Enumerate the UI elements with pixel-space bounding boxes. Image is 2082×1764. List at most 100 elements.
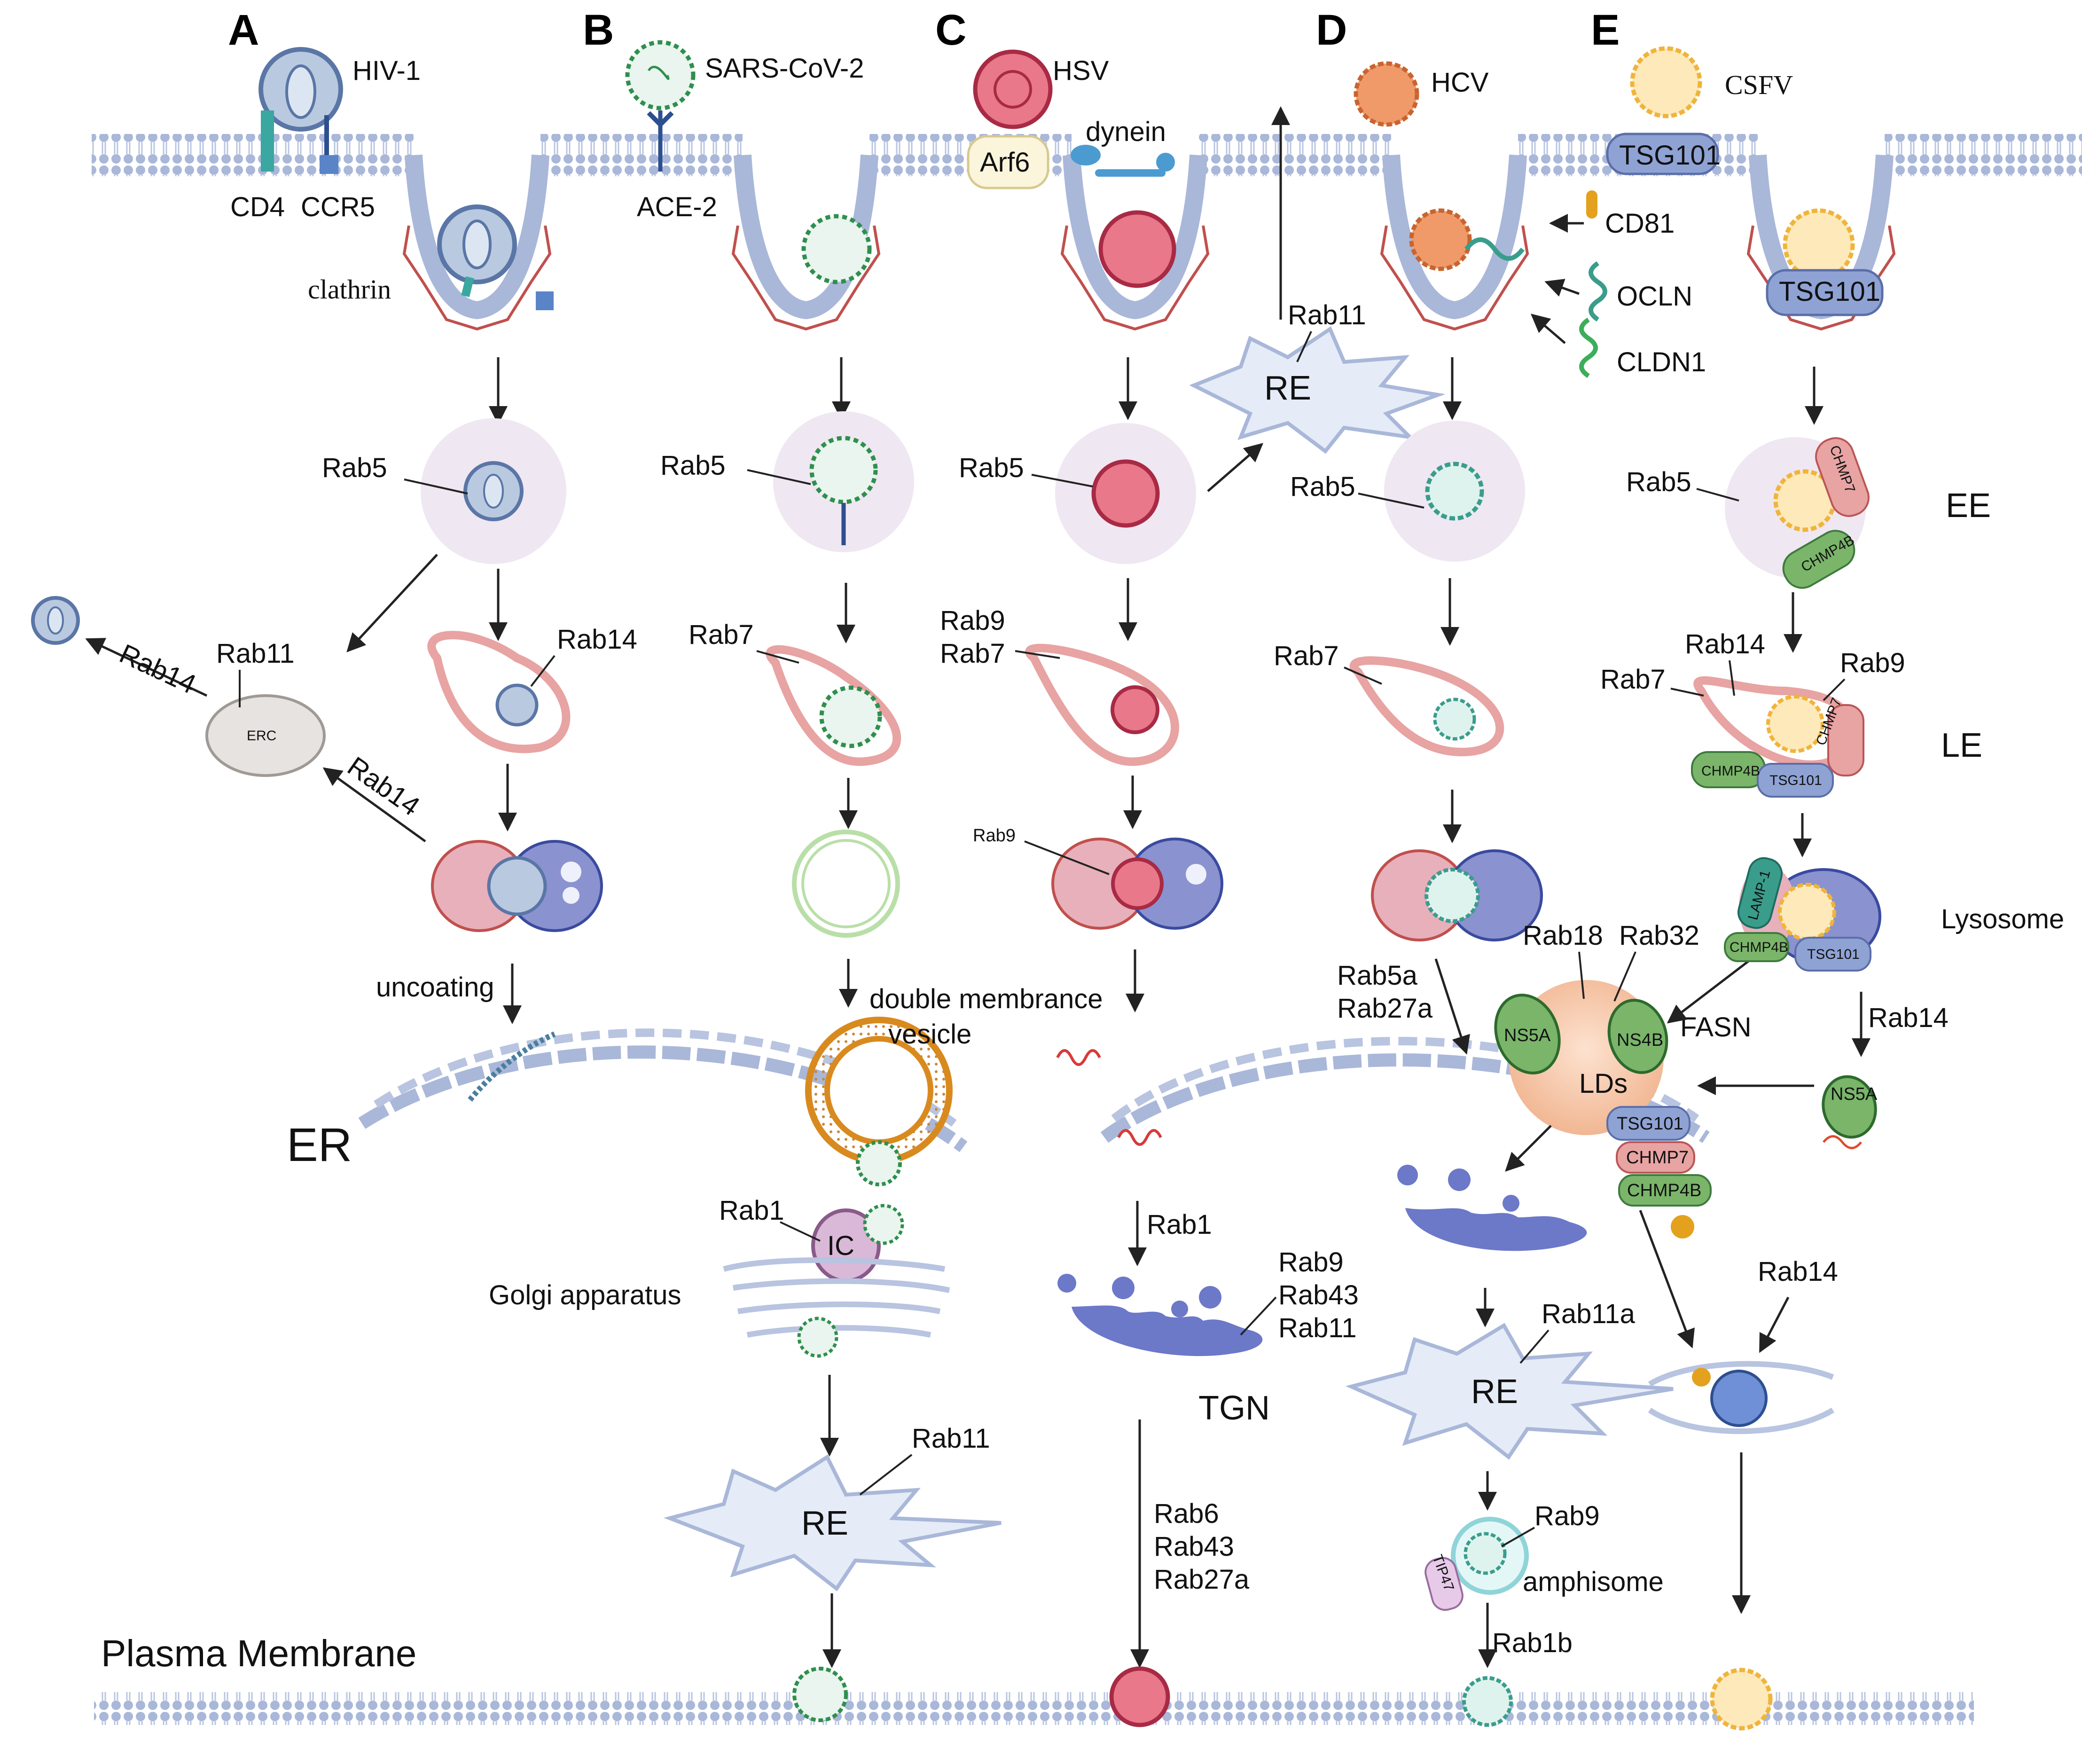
- dynein-label: dynein: [1086, 117, 1166, 147]
- sars-virion-surface: [625, 40, 696, 172]
- plasma-membrane-label: Plasma Membrane: [101, 1632, 416, 1674]
- rab14-label-a: Rab14: [557, 624, 637, 655]
- sars-exit-virion: [792, 1667, 848, 1722]
- tsg101-label-le: TSG101: [1769, 773, 1822, 788]
- virus-label-csfv: CSFV: [1725, 70, 1793, 100]
- rab7-label-d: Rab7: [1274, 641, 1339, 671]
- rab7-label-b: Rab7: [689, 619, 754, 650]
- panel-letter-e: E: [1591, 6, 1620, 54]
- amphisome-label: amphisome: [1523, 1567, 1664, 1597]
- escrt-tsg101: TSG101: [1617, 1114, 1683, 1134]
- hsv-virion-surface: [967, 49, 1053, 189]
- tgn-label: TGN: [1198, 1389, 1270, 1427]
- rab9-label-c: Rab9: [940, 605, 1005, 636]
- early-endosome-e: [1725, 437, 1870, 589]
- late-endosome-b: [766, 645, 901, 766]
- rab11-label-a: Rab11: [216, 638, 295, 669]
- escrt-chmp7: CHMP7: [1626, 1148, 1689, 1168]
- receptor-ccr5: CCR5: [301, 192, 375, 222]
- rab11-label-tgn: Rab11: [1278, 1313, 1357, 1343]
- receptor-ocln: OCLN: [1617, 281, 1692, 312]
- csfv-virion-in-pit: [1783, 208, 1855, 281]
- early-endosome-a: [421, 418, 566, 564]
- early-endosome-b: [773, 411, 914, 552]
- ee-label: EE: [1946, 487, 1991, 525]
- ic-label: IC: [827, 1231, 854, 1261]
- late-endosome-c: [1025, 643, 1179, 766]
- hsv-exit-virion: [1109, 1666, 1170, 1727]
- early-endosome-c: [1055, 423, 1196, 564]
- erc-compartment: [205, 694, 326, 777]
- golgi-label: Golgi apparatus: [489, 1280, 681, 1310]
- virus-label-hiv: HIV-1: [352, 55, 421, 86]
- hcv-virion-in-pit: [1409, 208, 1472, 271]
- recycling-endosome-b: [664, 1454, 1002, 1592]
- rab27a-label-pm: Rab27a: [1154, 1564, 1250, 1595]
- re-label-c: RE: [1264, 369, 1311, 407]
- panel-letter-d: D: [1316, 6, 1347, 54]
- rab9-label-le: Rab9: [1840, 648, 1905, 678]
- lysosome-label: Lysosome: [1941, 904, 2064, 934]
- rab7-label-le: Rab7: [1600, 664, 1666, 695]
- rab9-label-amph: Rab9: [1534, 1501, 1600, 1531]
- receptor-cd81: CD81: [1605, 208, 1675, 239]
- endolysosome-d: [1371, 849, 1543, 941]
- panel-c: HSV Arf6 dynein Rab5 Rab9 Rab7: [940, 49, 1446, 1668]
- dmv-label: double membrance vesicle: [869, 984, 1111, 1050]
- rab1-label-b: Rab1: [719, 1195, 784, 1226]
- recycling-endosome-c: [1189, 326, 1446, 454]
- rab18-label: Rab18: [1523, 920, 1603, 951]
- sars-virion-in-pit: [801, 214, 872, 284]
- lysosome-e: [1724, 857, 1881, 972]
- csfv-exit-virion: [1710, 1668, 1773, 1731]
- dynein-motor: [1071, 145, 1175, 177]
- clathrin-coat: [402, 225, 1896, 331]
- virus-label-sars: SARS-CoV-2: [705, 53, 864, 84]
- escrt-chmp4b: CHMP4B: [1627, 1181, 1701, 1200]
- lipid-marker: [1671, 1215, 1694, 1239]
- rab43-label-pm: Rab43: [1154, 1531, 1234, 1562]
- double-membrane-vesicle: [805, 1017, 953, 1186]
- le-label: LE: [1941, 727, 1982, 764]
- golgi-e: [1648, 1361, 1835, 1434]
- rab32-label: Rab32: [1619, 920, 1699, 951]
- erc-label: ERC: [247, 728, 276, 744]
- virus-label-hsv: HSV: [1053, 55, 1109, 86]
- dmv-label-line2: vesicle: [888, 1019, 971, 1050]
- ns4b-label: NS4B: [1617, 1030, 1663, 1050]
- panel-a: HIV-1 CD4 CCR5 clathrin Rab5 Rab14: [31, 47, 637, 1024]
- golgi-apparatus: [723, 1257, 950, 1338]
- hcv-virion-surface: [1354, 61, 1419, 127]
- rab11-label-c: Rab11: [1288, 300, 1366, 330]
- hsv-virion-in-pit: [1098, 210, 1176, 288]
- hiv-virion-in-pit: [437, 204, 554, 310]
- tsg101-label-pit: TSG101: [1779, 276, 1880, 307]
- recycling-endosome-d: [1345, 1323, 1674, 1460]
- csfv-virion-surface: [1630, 46, 1702, 118]
- dmv-label-line1: double membrance: [869, 984, 1103, 1014]
- re-label-d: RE: [1471, 1373, 1518, 1411]
- tsg101-surface: [1606, 133, 1719, 175]
- rab5-label-d: Rab5: [1290, 471, 1355, 502]
- released-virion-a: [31, 596, 80, 645]
- receptor-cd4: CD4: [230, 192, 285, 222]
- rab14-label-out: Rab14: [115, 638, 201, 700]
- autophagosome-b: [792, 830, 900, 938]
- escrt-stack: [1606, 1106, 1712, 1207]
- rab5a-label: Rab5a: [1337, 960, 1418, 991]
- ocln-in-pit: [1464, 237, 1525, 261]
- csfv-rna: [1823, 1135, 1862, 1149]
- uncoating-label: uncoating: [376, 972, 494, 1003]
- endolysosome-c: [1051, 838, 1223, 930]
- chmp4b-label-lys: CHMP4B: [1730, 940, 1788, 955]
- cldn1-marker: [1579, 317, 1598, 378]
- rab27a-label-d: Rab27a: [1337, 993, 1433, 1024]
- fasn-label: FASN: [1680, 1012, 1752, 1043]
- panel-letter-a: A: [228, 6, 259, 54]
- rab11a-label: Rab11a: [1542, 1299, 1636, 1329]
- cd81-marker: [1586, 190, 1597, 219]
- lds-label: LDs: [1579, 1068, 1628, 1099]
- late-endosome-a: [427, 631, 571, 753]
- rab1-label-c: Rab1: [1147, 1209, 1212, 1240]
